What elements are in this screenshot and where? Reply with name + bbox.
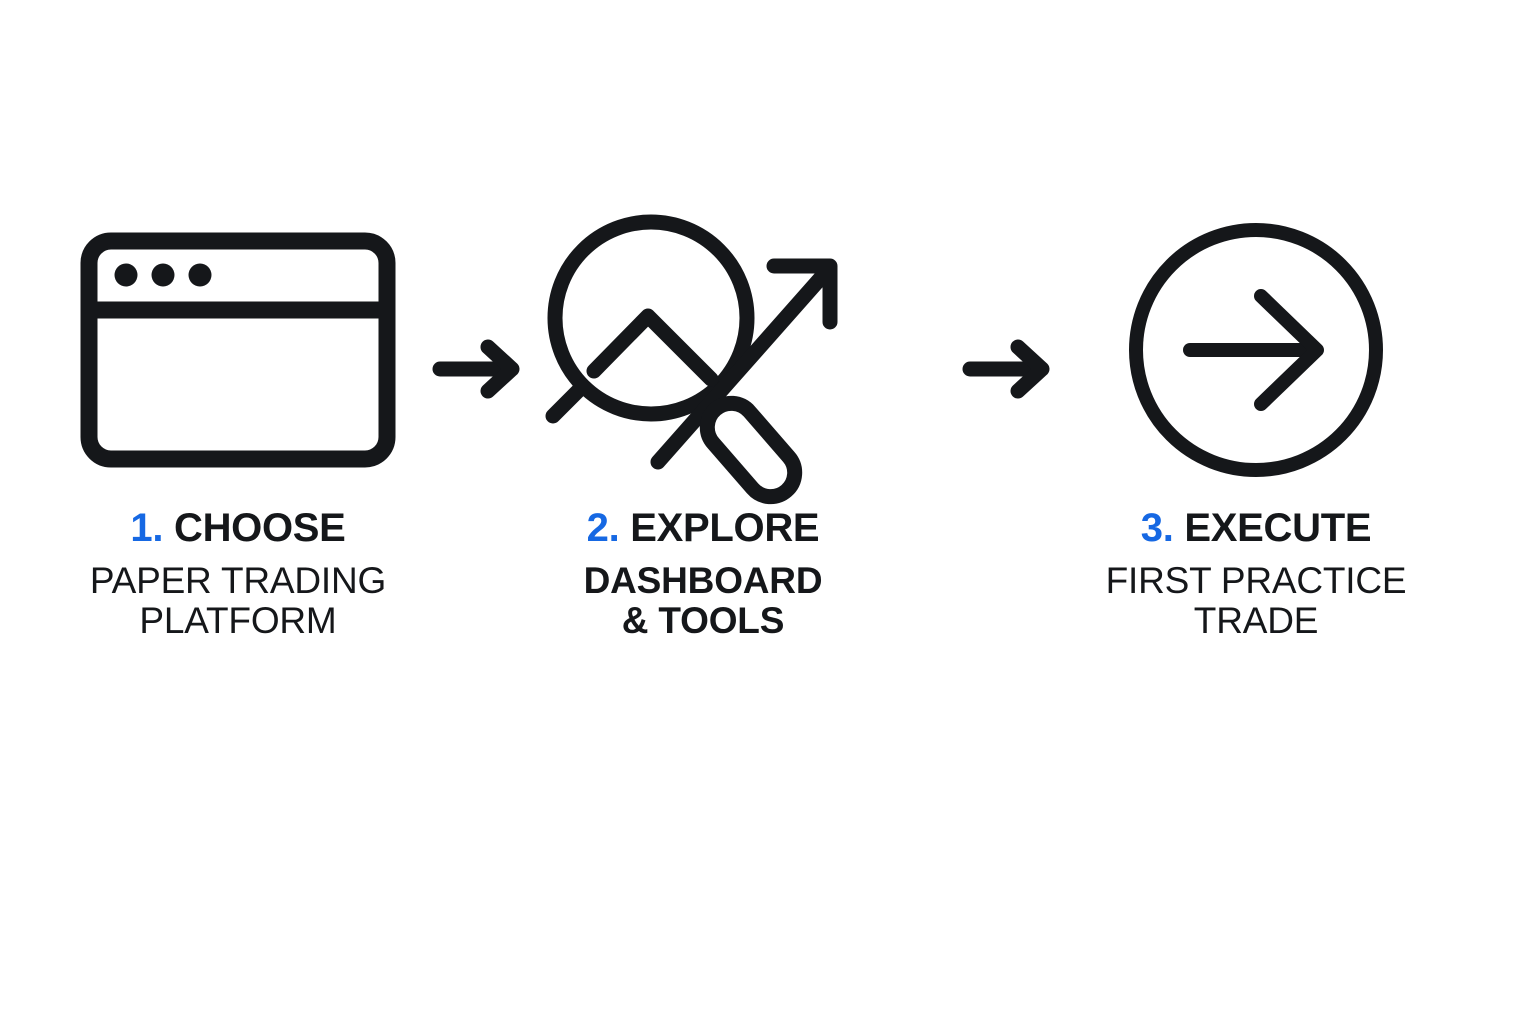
browser-window-icon xyxy=(80,232,396,468)
trending-arrow-head xyxy=(766,258,838,330)
step-3-number: 3. xyxy=(1140,506,1174,550)
step-2-icon-container xyxy=(538,214,868,505)
magnifier-chart-trending-icon xyxy=(545,214,838,505)
step-3-description: FIRST PRACTICE TRADE xyxy=(1105,559,1407,642)
arrow-head xyxy=(1254,289,1324,411)
step-2-description-line-2: & TOOLS xyxy=(621,599,785,641)
outer-circle xyxy=(1129,223,1383,477)
process-step-3: 3. EXECUTE FIRST PRACTICE TRADE xyxy=(1046,215,1466,641)
process-step-2: 2. EXPLORE DASHBOARD & TOOLS xyxy=(493,214,913,642)
arrow-right-icon xyxy=(962,339,1050,399)
step-1-description-line-2: PLATFORM xyxy=(139,599,337,641)
step-1-title-line: 1. CHOOSE xyxy=(90,506,386,551)
step-1-labels: 1. CHOOSE PAPER TRADING PLATFORM xyxy=(89,506,387,642)
step-2-labels: 2. EXPLORE DASHBOARD & TOOLS xyxy=(583,506,823,642)
step-1-number: 1. xyxy=(130,506,164,550)
tool-handle xyxy=(699,395,803,505)
step-3-title-line: 3. EXECUTE xyxy=(1106,506,1407,551)
connector-arrow-2 xyxy=(962,338,1058,400)
step-3-labels: 3. EXECUTE FIRST PRACTICE TRADE xyxy=(1105,506,1407,642)
step-2-description-line-1: DASHBOARD xyxy=(583,559,823,601)
magnifier-lens-circle xyxy=(547,214,755,422)
process-step-1: 1. CHOOSE PAPER TRADING PLATFORM xyxy=(28,215,448,641)
trending-arrow-shaft xyxy=(650,264,834,470)
step-3-icon-container xyxy=(1128,215,1384,485)
step-1-description-line-1: PAPER TRADING xyxy=(89,559,387,601)
step-1-icon-container xyxy=(78,215,398,485)
step-2-number: 2. xyxy=(586,506,620,550)
chart-peak-line xyxy=(586,308,719,387)
circle-arrow-right-icon xyxy=(1129,223,1383,477)
step-1-title: CHOOSE xyxy=(174,506,346,550)
step-3-description-line-2: TRADE xyxy=(1193,599,1319,641)
step-1-description: PAPER TRADING PLATFORM xyxy=(89,559,387,642)
magnifier-stem xyxy=(545,378,591,424)
connector-arrow-1 xyxy=(432,338,528,400)
arrow-right-icon xyxy=(432,339,520,399)
step-2-title: EXPLORE xyxy=(630,506,820,550)
step-3-title: EXECUTE xyxy=(1184,506,1372,550)
step-2-title-line: 2. EXPLORE xyxy=(584,506,823,551)
step-3-description-line-1: FIRST PRACTICE xyxy=(1105,559,1407,601)
step-2-description: DASHBOARD & TOOLS xyxy=(583,559,823,642)
